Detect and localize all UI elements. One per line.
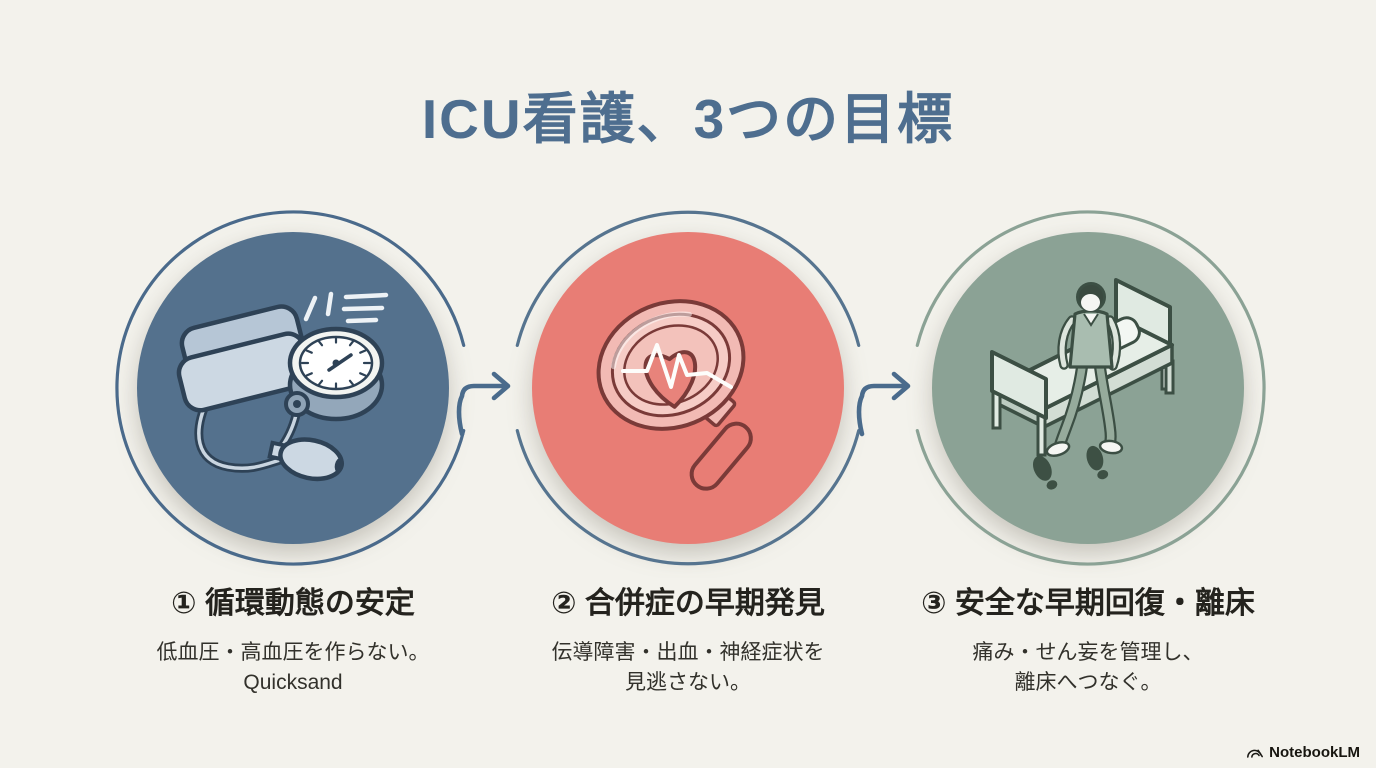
step2-circle-ring-top [515,210,861,347]
page-title: ICU看護、3つの目標 [421,88,955,150]
step1-circle-ring [115,210,466,566]
step2-subtext-line2: 見逃さない。 [625,670,751,694]
step3-subtext-line2: 離床へつなぐ。 [1014,670,1162,694]
step3-subtext-line1: 痛み・せん妄を管理し、 [972,641,1204,664]
walking-from-bed-icon [990,278,1175,490]
step2-subtext-line1: 伝導障害・出血・神経症状を [551,641,825,664]
notebooklm-logo-icon [1247,749,1264,758]
ecg-line-icon [621,343,733,389]
step3-circle-ring [915,210,1266,566]
step2-heading: ② 合併症の早期発見 [551,587,825,620]
magnifier-heart-ecg-icon [596,299,753,491]
step1-caption: ① 循環動態の安定 低血圧・高血圧を作らない。 Quicksand [83,586,503,698]
step1-subtext-line2: Quicksand [243,670,343,694]
notebooklm-label: NotebookLM [1269,744,1360,761]
arrow-right-icon [456,371,511,437]
footprints-icon [1032,445,1109,490]
step2-caption: ② 合併症の早期発見 伝導障害・出血・神経症状を 見逃さない。 [478,586,898,698]
step1-subtext-line1: 低血圧・高血圧を作らない。 [156,641,430,664]
step3-heading: ③ 安全な早期回復・離床 [921,587,1255,620]
step1-heading: ① 循環動態の安定 [171,587,415,620]
step3-caption: ③ 安全な早期回復・離床 痛み・せん妄を管理し、 離床へつなぐ。 [878,586,1298,698]
emphasis-lines-icon [303,291,389,324]
blood-pressure-monitor-icon [176,291,389,482]
step2-circle-ring-bottom [515,429,861,566]
arrow-right-icon [856,371,911,437]
notebooklm-watermark: NotebookLM [1246,744,1360,761]
patient-figure-icon [1045,282,1124,457]
